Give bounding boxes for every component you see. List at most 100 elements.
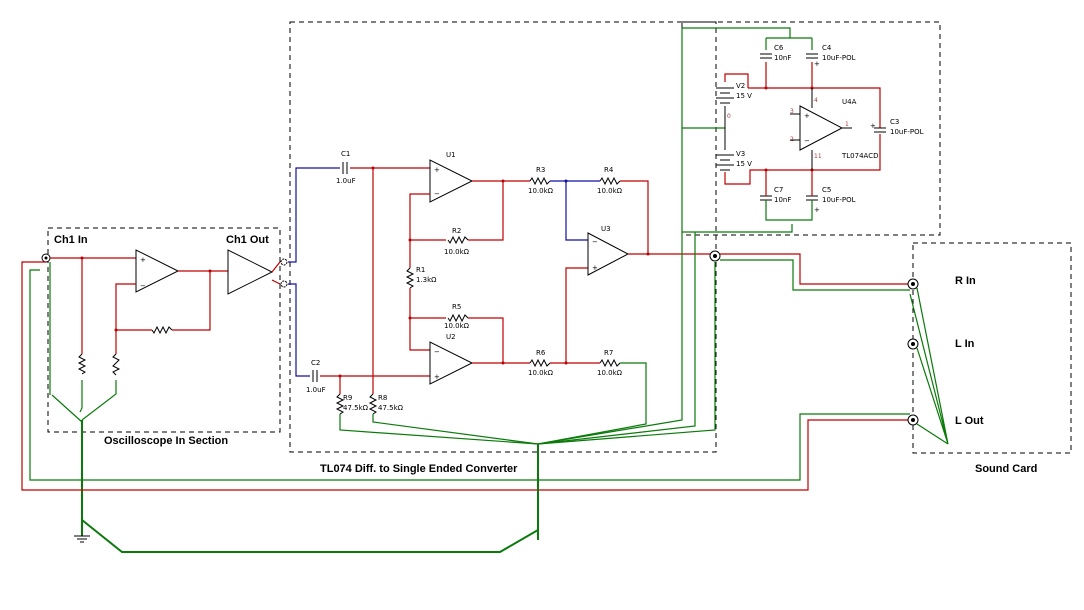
v-minus-rail (724, 134, 881, 185)
feedback-wire (172, 271, 211, 331)
capacitor-c3: + (870, 122, 886, 133)
c4-value: 10uF-POL (822, 54, 856, 62)
resistor-r8 (368, 393, 378, 415)
r-return-wire (21, 261, 910, 491)
wire (288, 283, 310, 377)
v2-label: V2 (736, 82, 745, 90)
svg-text:−: − (140, 282, 146, 290)
wire (537, 232, 696, 445)
r8-label: R8 (378, 394, 387, 402)
c4-label: C4 (822, 44, 832, 52)
battery-v2 (716, 87, 734, 104)
resistor-r5 (447, 313, 469, 323)
r-in-jack (907, 278, 919, 290)
wire (537, 362, 647, 445)
u2-label: U2 (446, 333, 456, 341)
l-in-label: L In (955, 338, 975, 350)
c6-value: 10nF (774, 54, 791, 62)
wire (51, 394, 83, 423)
v3-value: 15 V (736, 160, 752, 168)
c2-label: C2 (311, 359, 320, 367)
u4a-label: U4A (842, 98, 857, 106)
r9-value: 47.5kΩ (343, 404, 369, 412)
r2-label: R2 (452, 227, 461, 235)
svg-text:+: + (140, 256, 146, 264)
opamp-u3: − + (587, 232, 630, 276)
svg-text:−: − (592, 238, 598, 246)
resistor-r1 (405, 267, 415, 289)
buffer-opamp-2 (227, 249, 274, 295)
c3-label: C3 (890, 118, 899, 126)
capacitor-c6 (760, 53, 772, 59)
r1-value: 1.3kΩ (416, 276, 437, 284)
r8-value: 47.5kΩ (378, 404, 404, 412)
wire (271, 261, 281, 273)
oscilloscope-section-box (47, 227, 281, 433)
svg-text:+: + (814, 206, 820, 214)
c3-value: 10uF-POL (890, 128, 924, 136)
v-plus-rail (748, 87, 881, 128)
wire (372, 414, 539, 445)
buffer-opamp-1: + − (135, 249, 180, 293)
wire (620, 180, 649, 254)
r7-value: 10.0kΩ (597, 369, 623, 377)
wire (339, 414, 539, 445)
wire (468, 317, 504, 364)
wire (468, 181, 504, 241)
wire (790, 113, 852, 141)
wire (81, 380, 117, 421)
pin-2: 2 (790, 136, 794, 143)
wire (409, 193, 430, 268)
svg-text:−: − (434, 190, 440, 198)
wire (765, 170, 813, 196)
wire (565, 267, 588, 363)
r7-label: R7 (604, 349, 613, 357)
u4-part-label: TL074ACD (841, 152, 878, 160)
svg-text:−: − (804, 137, 810, 145)
r9-label: R9 (343, 394, 352, 402)
oscilloscope-section-label: Oscilloscope In Section (104, 435, 228, 447)
c6-label: C6 (774, 44, 784, 52)
wire (537, 232, 683, 445)
r3-value: 10.0kΩ (528, 187, 554, 195)
svg-text:+: + (592, 264, 598, 272)
pin-4: 4 (814, 97, 818, 104)
wire (271, 279, 281, 285)
v3-label: V3 (736, 150, 745, 158)
capacitor-c1 (342, 162, 348, 174)
wire (682, 27, 791, 38)
c1-value: 1.0uF (336, 177, 356, 185)
l-in-jack (907, 338, 919, 350)
wire (409, 288, 430, 351)
r-in-ground-wire (720, 259, 910, 291)
ch1-out-label: Ch1 Out (226, 234, 269, 246)
capacitor-c5: + (806, 195, 820, 214)
r5-value: 10.0kΩ (444, 322, 470, 330)
wire (537, 262, 716, 445)
resistor-r3 (529, 176, 551, 186)
r2-value: 10.0kΩ (444, 248, 470, 256)
power-section-box (681, 21, 941, 236)
resistor-ground (112, 353, 121, 376)
output-connector (709, 250, 721, 262)
sound-card-box (912, 242, 1072, 454)
svg-text:+: + (434, 166, 440, 174)
opamp-u1: + − (429, 159, 474, 203)
resistor-r6 (529, 358, 551, 368)
c7-label: C7 (774, 186, 783, 194)
resistor-r4 (599, 176, 621, 186)
capacitor-c2 (312, 370, 318, 382)
c7-value: 10nF (774, 196, 791, 204)
resistor-r9 (335, 393, 345, 415)
l-out-jack (907, 414, 919, 426)
resistor-r7 (599, 358, 621, 368)
c1-label: C1 (341, 150, 350, 158)
r-in-label: R In (955, 275, 976, 287)
v2-value: 15 V (736, 92, 752, 100)
junction (764, 86, 768, 90)
pin-1: 1 (845, 121, 849, 128)
c2-value: 1.0uF (306, 386, 326, 394)
junction (501, 361, 505, 365)
ground-symbol (74, 535, 90, 543)
